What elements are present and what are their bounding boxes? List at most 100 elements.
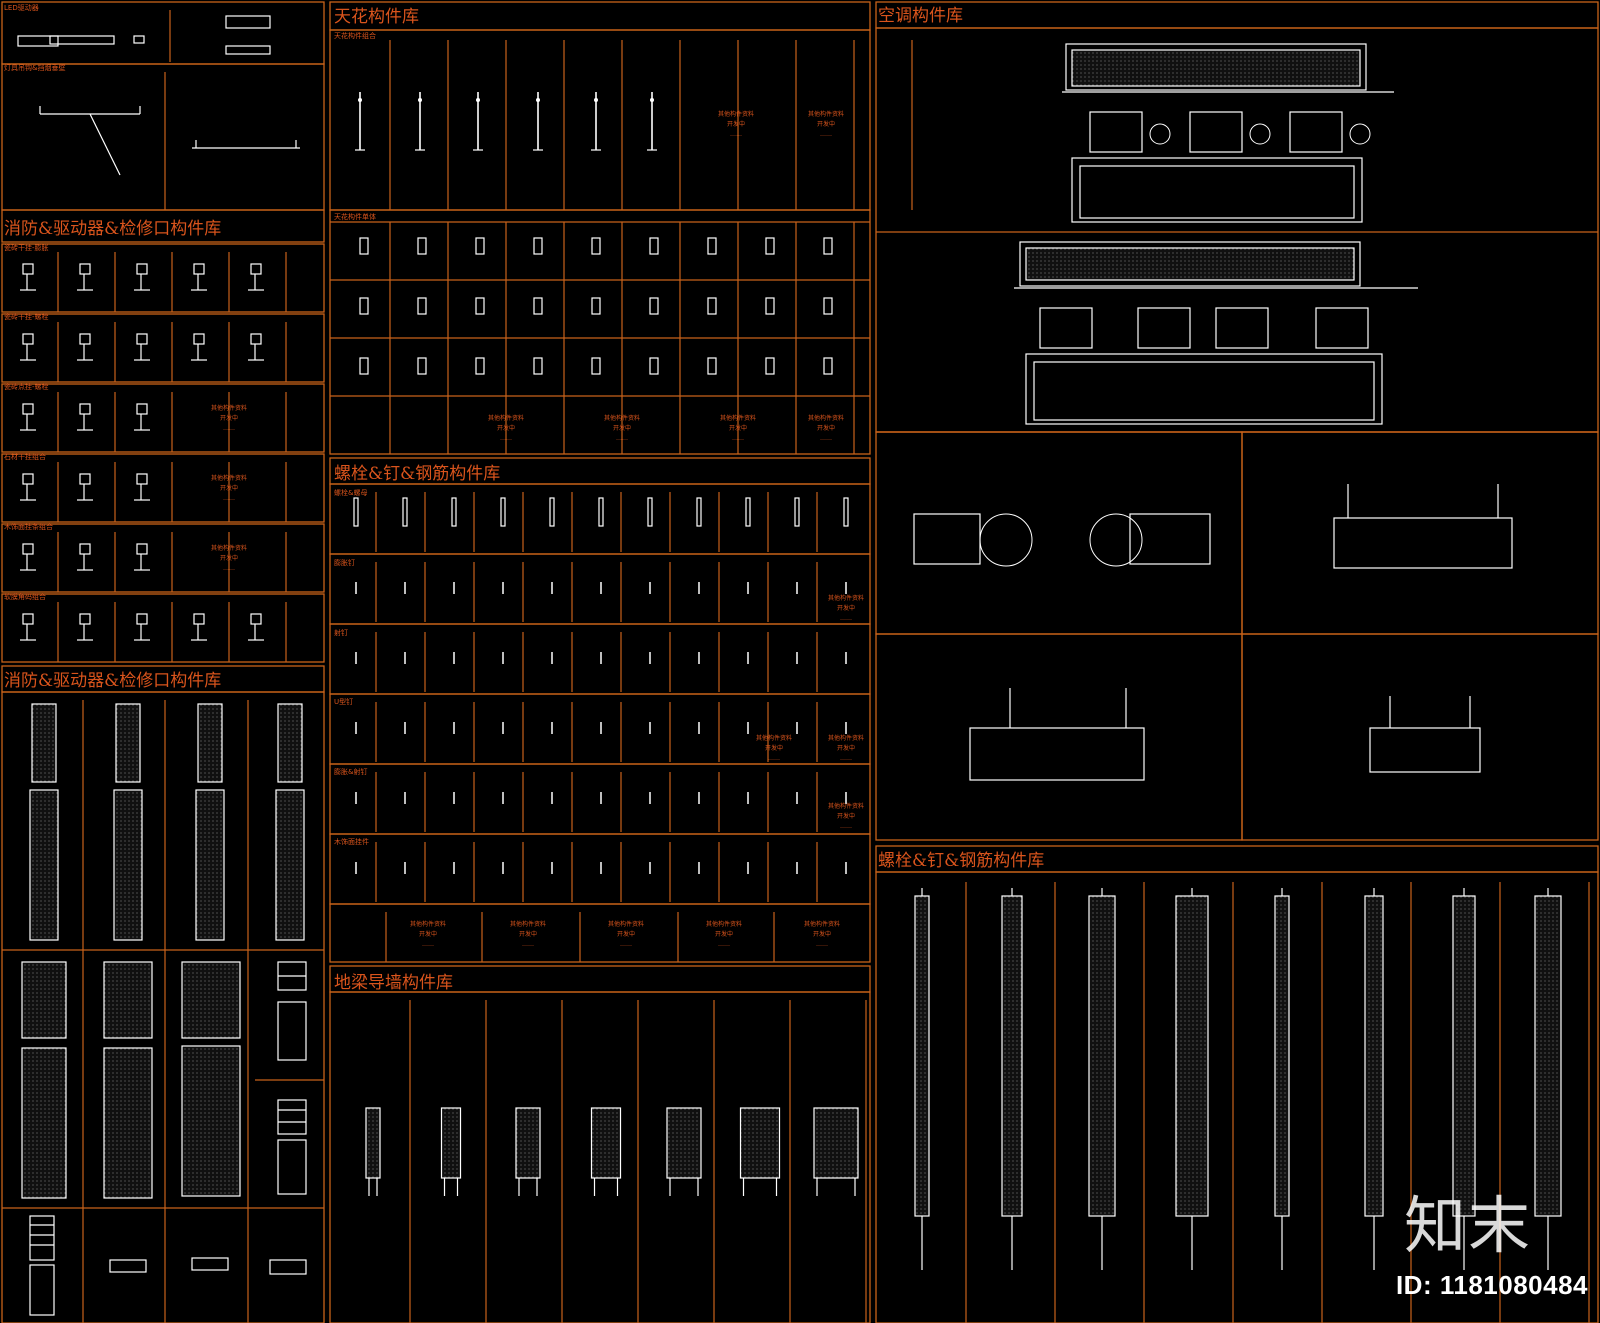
ceiling-bracket: [823, 357, 833, 375]
led-driver-b: [49, 35, 115, 45]
tile-clip: [193, 263, 205, 275]
access-panel-top: [31, 703, 57, 783]
drive-box-3: [277, 1099, 307, 1135]
placeholder-line: ……: [816, 941, 828, 948]
bolt: [353, 497, 359, 527]
rebar-section: [1534, 895, 1562, 1217]
beam-section: [666, 1107, 702, 1179]
ac-title-band: [875, 1, 1599, 29]
access-panel-mid: [21, 961, 67, 1039]
drive-box-4: [277, 1139, 307, 1195]
placeholder-line: ……: [840, 823, 852, 830]
bolt-row: [329, 553, 871, 625]
ceiling-single-panel: [329, 209, 871, 455]
ac-hung-2: [969, 727, 1145, 781]
bolt: [794, 497, 800, 527]
placeholder-line: 开发中: [817, 120, 835, 128]
tile-clip: [136, 263, 148, 275]
tile-clip: [22, 263, 34, 275]
placeholder-notes: 其他构件资料开发中……其他构件资料开发中……其他构件资料开发中……其他构件资料开…: [211, 110, 864, 948]
placeholder-line: ……: [820, 435, 832, 442]
beam-panel: [329, 991, 871, 1323]
fan-motor: [1149, 123, 1171, 145]
placeholder-line: 开发中: [837, 604, 855, 612]
ceiling-bracket: [707, 297, 717, 315]
ceiling-bracket: [649, 237, 659, 255]
fan-housing: [1089, 111, 1143, 153]
lamp-hook-label: 灯具吊钩&挡烟垂壁: [4, 63, 65, 72]
hatched-panel: [103, 961, 153, 1039]
access-panel-long: [113, 789, 143, 941]
ceiling-bracket: [417, 237, 427, 255]
ceiling-placeholder-b: 其他构件资料开发中……: [808, 110, 844, 138]
placeholder-line: ……: [732, 435, 744, 442]
grille-c: [269, 1259, 307, 1275]
bolt: [402, 497, 408, 527]
tile-clip: [136, 543, 148, 555]
ceiling-bracket: [591, 357, 601, 375]
placeholder-line: 开发中: [617, 930, 635, 938]
ac-panel-title: 空调构件库: [878, 6, 963, 26]
fire-row: [1, 593, 325, 663]
rod-nut: [358, 98, 362, 102]
fire-row-2-label: 瓷砖干挂-螺栓: [4, 312, 49, 321]
ceiling-bracket: [591, 297, 601, 315]
bolt-panel-title-right: 螺栓&钉&钢筋构件库: [878, 851, 1044, 871]
placeholder-line: 其他构件资料: [510, 920, 546, 928]
fire-placeholder: 其他构件资料开发中……: [211, 404, 247, 432]
placeholder-line: 其他构件资料: [828, 734, 864, 742]
ceiling-bracket: [359, 237, 369, 255]
placeholder-line: ……: [620, 941, 632, 948]
ceiling-placeholder-e: 其他构件资料开发中……: [720, 414, 756, 442]
tile-clip: [136, 613, 148, 625]
beam-section: [515, 1107, 541, 1179]
ac-coil: [1071, 49, 1361, 87]
placeholder-note: 其他构件资料开发中……: [510, 920, 546, 948]
placeholder-line: 其他构件资料: [604, 414, 640, 422]
ceiling-panel-title: 天花构件库: [334, 7, 419, 27]
placeholder-line: ……: [718, 941, 730, 948]
rod-nut: [476, 98, 480, 102]
ceiling-bracket: [417, 357, 427, 375]
ceiling-bracket: [707, 237, 717, 255]
access-panel-top: [115, 703, 141, 783]
placeholder-line: ……: [500, 435, 512, 442]
bolt-right-panel: [875, 871, 1599, 1323]
fire-row-1-label: 瓷砖干挂-膨胀: [4, 243, 49, 252]
access-panel-top: [197, 703, 223, 783]
placeholder-line: 开发中: [220, 554, 238, 562]
access-panel-big: [21, 1047, 67, 1199]
bolt-panel-title-mid: 螺栓&钉&钢筋构件库: [334, 464, 500, 484]
ceiling-bracket: [359, 357, 369, 375]
beam-section: [365, 1107, 381, 1179]
rebar-section: [1175, 895, 1209, 1217]
ceiling-bracket: [417, 297, 427, 315]
bolt-row-3-label: 射钉: [334, 628, 348, 637]
part-outline: [1079, 165, 1355, 219]
placeholder-line: 其他构件资料: [828, 802, 864, 810]
bolt-row-2-label: 膨胀钉: [334, 558, 355, 567]
component-drawings: [17, 15, 1549, 1316]
tile-clip: [22, 333, 34, 345]
placeholder-line: ……: [223, 425, 235, 432]
ceiling-bracket: [591, 237, 601, 255]
placeholder-line: 其他构件资料: [804, 920, 840, 928]
ac-unit-top: [1065, 43, 1367, 91]
placeholder-line: 开发中: [837, 744, 855, 752]
bolt-row-5-label: 膨胀&射钉: [334, 767, 367, 776]
placeholder-line: 其他构件资料: [211, 404, 247, 412]
vent-stack: [29, 1215, 55, 1261]
led-driver-d: [225, 15, 271, 29]
rod-nut: [536, 98, 540, 102]
beam-section: [590, 1107, 622, 1179]
watermark-id: ID: 1181080484: [1395, 1270, 1588, 1300]
bolt-row: [329, 693, 871, 765]
watermark-logo: 知末: [1403, 1189, 1532, 1262]
hook-curve: [89, 113, 121, 176]
fire-bottom-panel: [1, 691, 325, 1323]
ceiling-placeholder-f: 其他构件资料开发中……: [808, 414, 844, 442]
tile-clip: [79, 403, 91, 415]
ceiling-bracket: [475, 297, 485, 315]
